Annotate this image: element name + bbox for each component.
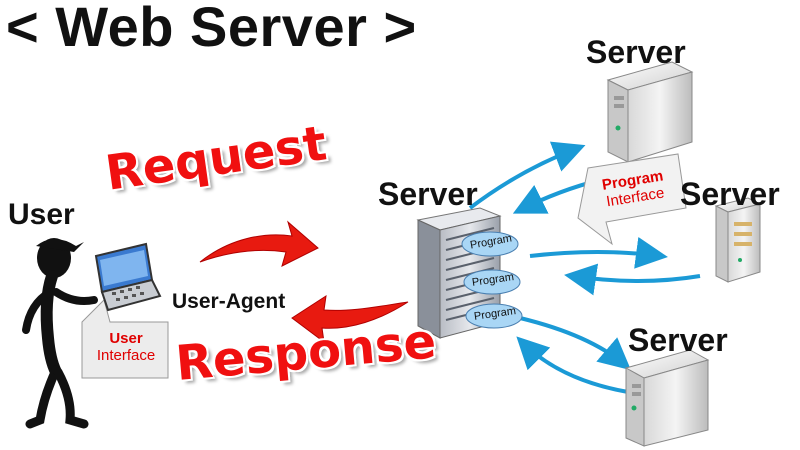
user-label: User bbox=[8, 198, 75, 231]
user-interface-line1: User bbox=[109, 330, 143, 347]
response-arrow bbox=[291, 294, 409, 344]
request-arrow bbox=[199, 220, 319, 267]
server-center-label: Server bbox=[378, 176, 478, 212]
diagram-title: < Web Server > bbox=[6, 0, 417, 58]
user-agent-label: User-Agent bbox=[172, 290, 286, 313]
program-bubbles bbox=[461, 231, 523, 329]
server-right-label: Server bbox=[680, 176, 780, 212]
user-interface-line2: Interface bbox=[96, 347, 156, 365]
user-agent-device-icon bbox=[94, 242, 162, 312]
user-figure-icon bbox=[22, 238, 98, 429]
program-interface-callout-shape bbox=[577, 153, 687, 246]
user-interface-callout: User Interface bbox=[84, 330, 168, 365]
server-bottom-label: Server bbox=[628, 322, 728, 358]
backend-arrows bbox=[468, 141, 701, 394]
server-top-icon bbox=[606, 61, 694, 163]
server-right-icon bbox=[714, 197, 762, 283]
server-bottom-icon bbox=[624, 349, 710, 447]
server-top-label: Server bbox=[586, 34, 686, 70]
